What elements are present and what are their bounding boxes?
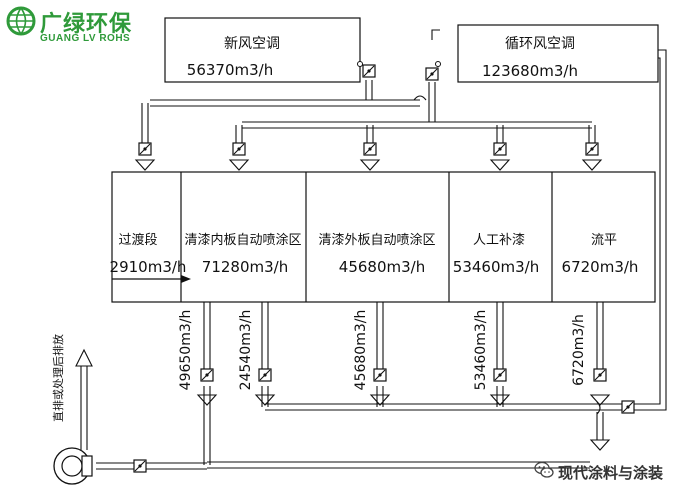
recirc-flow: 123680m3/h bbox=[482, 62, 578, 80]
zone-flow-1: 2910m3/h bbox=[110, 258, 187, 276]
supply-arrow bbox=[581, 159, 603, 171]
stack-arrow bbox=[75, 348, 93, 367]
damper-pivot bbox=[138, 464, 142, 468]
transition-arrowhead bbox=[181, 275, 191, 283]
zone-flow-2: 71280m3/h bbox=[202, 258, 288, 276]
exhaust-flow-5: 6720m3/h bbox=[571, 314, 587, 386]
logo-text: 广绿环保 bbox=[40, 12, 133, 37]
supply-arrow bbox=[359, 159, 381, 171]
damper-pivot bbox=[430, 72, 434, 76]
fresh-air-unit bbox=[164, 17, 361, 83]
damper-pivot bbox=[598, 373, 602, 377]
exhaust-arrow bbox=[369, 394, 391, 406]
fresh-air-flow: 56370m3/h bbox=[187, 61, 273, 79]
damper-pivot bbox=[263, 373, 267, 377]
fan-impeller bbox=[61, 455, 83, 477]
exhaust-arrow bbox=[254, 394, 276, 406]
wechat-icon bbox=[534, 461, 554, 478]
exhaust-flow-1: 49650m3/h bbox=[178, 310, 194, 391]
exhaust-arrow bbox=[489, 394, 511, 406]
fan-symbol bbox=[435, 61, 441, 67]
recirc-return bbox=[640, 57, 661, 405]
damper-pivot bbox=[498, 373, 502, 377]
duct-crossing bbox=[413, 95, 427, 101]
exhaust-flow-4: 53460m3/h bbox=[473, 310, 489, 391]
damper-pivot bbox=[378, 373, 382, 377]
zone-name-1: 过渡段 bbox=[118, 232, 157, 248]
damper-pivot bbox=[367, 69, 371, 73]
watermark: 现代涂料与涂装 bbox=[558, 464, 664, 482]
zone-name-2: 清漆内板自动喷涂区 bbox=[184, 232, 301, 248]
supply-arrow bbox=[228, 159, 250, 171]
recirc-return bbox=[640, 49, 667, 411]
recirc-unit bbox=[457, 24, 659, 83]
damper-pivot bbox=[498, 147, 502, 151]
damper-pivot bbox=[205, 373, 209, 377]
discharge-label: 直排或处理后排放 bbox=[51, 334, 65, 422]
damper-pivot bbox=[626, 405, 630, 409]
fresh-air-name: 新风空调 bbox=[224, 36, 280, 52]
damper-pivot bbox=[237, 147, 241, 151]
zone-name-5: 流平 bbox=[591, 233, 617, 248]
zone-flow-3: 45680m3/h bbox=[339, 258, 425, 276]
zone-flow-4: 53460m3/h bbox=[453, 258, 539, 276]
damper-pivot bbox=[143, 147, 147, 151]
logo-subtext: GUANG LV ROHS bbox=[40, 33, 131, 44]
fan-outlet bbox=[81, 455, 93, 477]
exhaust-arrow bbox=[196, 394, 218, 406]
fan-symbol bbox=[357, 61, 363, 67]
exhaust-flow-2: 24540m3/h bbox=[238, 310, 254, 391]
recirc-name: 循环风空调 bbox=[505, 36, 575, 52]
logo-globe-icon bbox=[6, 6, 36, 36]
damper-pivot bbox=[368, 147, 372, 151]
discharge-arrow bbox=[589, 439, 611, 451]
supply-arrow bbox=[134, 159, 156, 171]
supply-arrow bbox=[489, 159, 511, 171]
exhaust-arrow bbox=[589, 394, 611, 406]
recirc-return bbox=[431, 29, 440, 40]
zone-name-3: 清漆外板自动喷涂区 bbox=[318, 232, 435, 248]
zone-flow-5: 6720m3/h bbox=[562, 258, 639, 276]
exhaust-flow-3: 45680m3/h bbox=[353, 310, 369, 391]
damper-pivot bbox=[590, 147, 594, 151]
zone-name-4: 人工补漆 bbox=[473, 232, 525, 248]
duct-crossing bbox=[596, 401, 601, 415]
